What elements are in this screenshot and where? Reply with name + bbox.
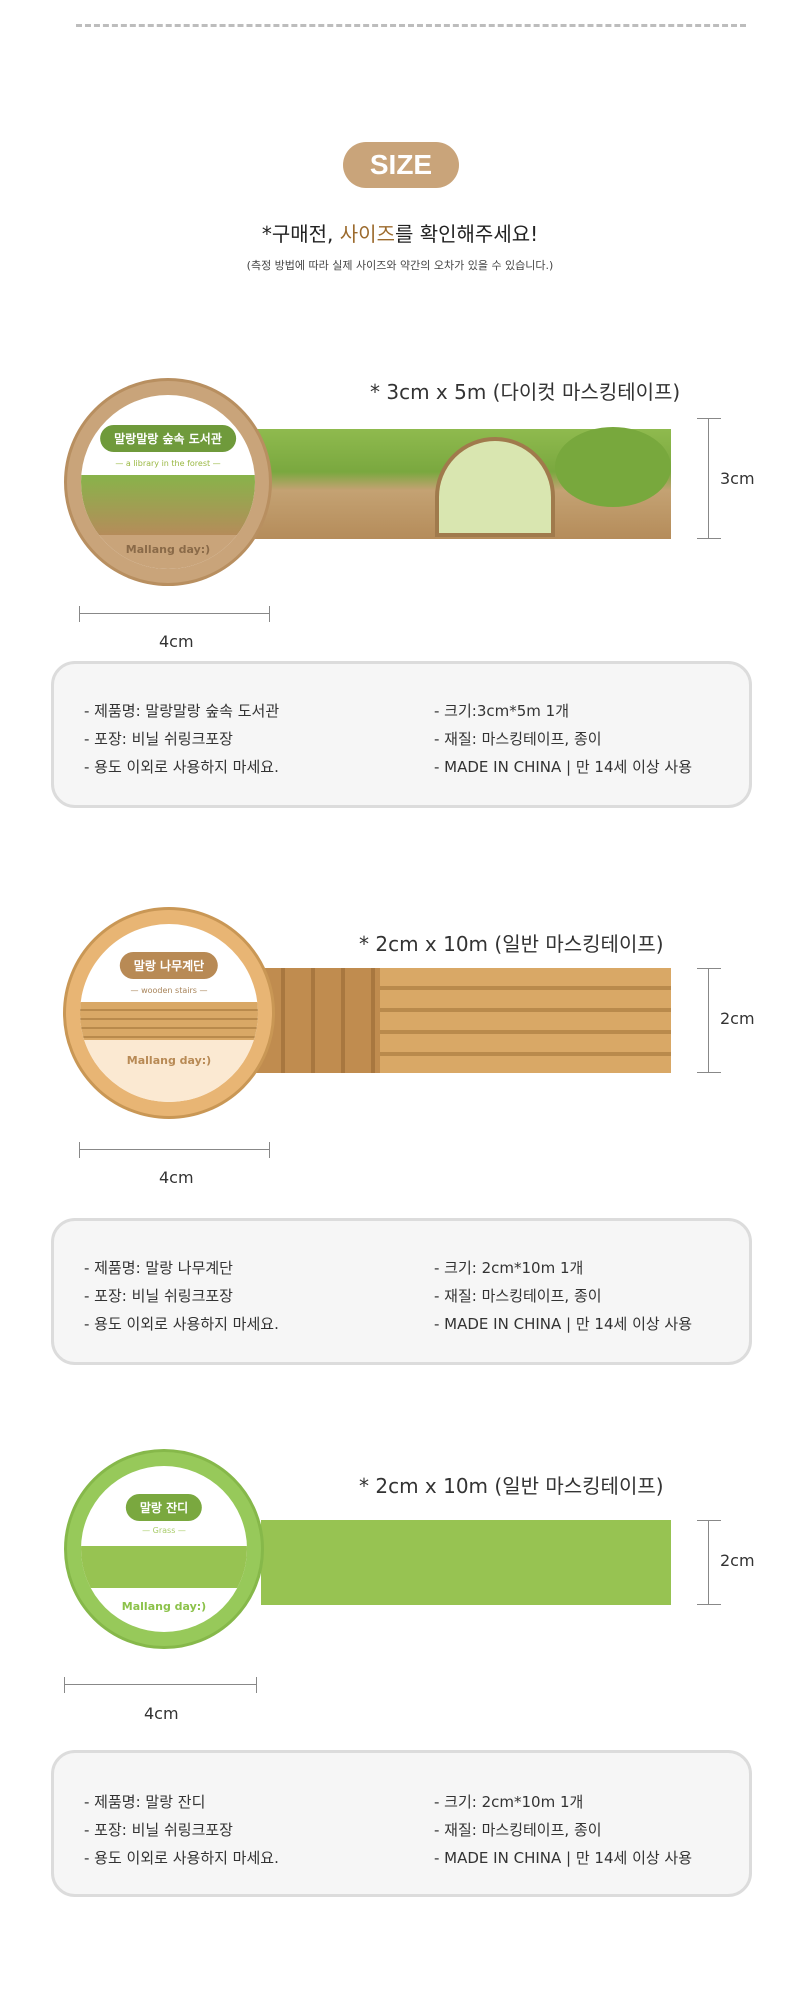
- info-material: - 재질: 마스킹테이프, 종이: [434, 1287, 602, 1305]
- info-material: - 재질: 마스킹테이프, 종이: [434, 1821, 602, 1839]
- roll-title: 말랑 잔디: [125, 1494, 203, 1521]
- roll-tagline: — wooden stairs —: [130, 986, 208, 995]
- dashed-divider: [76, 24, 746, 27]
- height-label: 3cm: [720, 469, 755, 488]
- info-packaging: - 포장: 비닐 쉬링크포장: [84, 1287, 233, 1305]
- roll-title: 말랑 나무계단: [119, 952, 219, 979]
- height-dimension-line: [697, 968, 721, 1073]
- arched-window: [435, 437, 555, 537]
- roll-artwork: [81, 475, 255, 535]
- width-label: 4cm: [159, 1168, 194, 1187]
- info-material: - 재질: 마스킹테이프, 종이: [434, 730, 602, 748]
- info-packaging: - 포장: 비닐 쉬링크포장: [84, 730, 233, 748]
- tape-roll-grass: 말랑 잔디 — Grass — Mallang day:): [64, 1449, 264, 1649]
- spec-heading: * 2cm x 10m (일반 마스킹테이프): [359, 932, 664, 956]
- tape-preview-stairs: [255, 968, 671, 1073]
- tape-roll-stairs: 말랑 나무계단 — wooden stairs — Mallang day:): [63, 907, 275, 1119]
- roll-title: 말랑말랑 숲속 도서관: [100, 425, 236, 452]
- info-origin-age: - MADE IN CHINA | 만 14세 이상 사용: [434, 1849, 693, 1867]
- roll-brand: Mallang day:): [125, 543, 211, 556]
- roll-brand: Mallang day:): [126, 1054, 212, 1067]
- tape-roll-library: 말랑말랑 숲속 도서관 — a library in the forest — …: [64, 378, 272, 586]
- page-subtitle: (측정 방법에 따라 실제 사이즈와 약간의 오차가 있을 수 있습니다.): [246, 259, 554, 272]
- spec-heading: * 3cm x 5m (다이컷 마스킹테이프): [370, 380, 681, 404]
- width-dimension-line: [79, 606, 270, 622]
- tree: [555, 427, 671, 507]
- tape-preview-library: [255, 417, 671, 539]
- roll-tagline: — a library in the forest —: [115, 459, 221, 468]
- page-title: *구매전, 사이즈를 확인해주세요!: [0, 218, 800, 247]
- info-packaging: - 포장: 비닐 쉬링크포장: [84, 1821, 233, 1839]
- spec-heading: * 2cm x 10m (일반 마스킹테이프): [359, 1474, 664, 1498]
- info-origin-age: - MADE IN CHINA | 만 14세 이상 사용: [434, 758, 693, 776]
- info-caution: - 용도 이외로 사용하지 마세요.: [84, 1849, 279, 1867]
- width-dimension-line: [79, 1142, 270, 1158]
- tape-preview-grass: [261, 1520, 671, 1605]
- roll-tagline: — Grass —: [142, 1526, 186, 1535]
- info-size: - 크기: 2cm*10m 1개: [434, 1259, 584, 1277]
- height-label: 2cm: [720, 1009, 755, 1028]
- info-box: - 제품명: 말랑 잔디 - 포장: 비닐 쉬링크포장 - 용도 이외로 사용하…: [51, 1750, 752, 1897]
- info-origin-age: - MADE IN CHINA | 만 14세 이상 사용: [434, 1315, 693, 1333]
- roll-artwork: [81, 1546, 247, 1588]
- size-badge: SIZE: [343, 142, 459, 188]
- balustrade-panel: [255, 968, 380, 1073]
- height-dimension-line: [697, 418, 721, 539]
- width-label: 4cm: [159, 632, 194, 651]
- title-highlight: 사이즈: [339, 222, 395, 246]
- height-dimension-line: [697, 1520, 721, 1605]
- info-caution: - 용도 이외로 사용하지 마세요.: [84, 758, 279, 776]
- info-size: - 크기:3cm*5m 1개: [434, 702, 570, 720]
- width-dimension-line: [64, 1677, 257, 1693]
- title-text-end: 를 확인해주세요!: [394, 222, 539, 246]
- info-size: - 크기: 2cm*10m 1개: [434, 1793, 584, 1811]
- title-text: *구매전,: [261, 222, 340, 246]
- roll-artwork: [80, 1002, 258, 1040]
- roll-brand: Mallang day:): [121, 1600, 207, 1613]
- info-box: - 제품명: 말랑 나무계단 - 포장: 비닐 쉬링크포장 - 용도 이외로 사…: [51, 1218, 752, 1365]
- info-name: - 제품명: 말랑 잔디: [84, 1793, 206, 1811]
- width-label: 4cm: [144, 1704, 179, 1723]
- info-name: - 제품명: 말랑 나무계단: [84, 1259, 233, 1277]
- info-caution: - 용도 이외로 사용하지 마세요.: [84, 1315, 279, 1333]
- info-name: - 제품명: 말랑말랑 숲속 도서관: [84, 702, 280, 720]
- height-label: 2cm: [720, 1551, 755, 1570]
- info-box: - 제품명: 말랑말랑 숲속 도서관 - 포장: 비닐 쉬링크포장 - 용도 이…: [51, 661, 752, 808]
